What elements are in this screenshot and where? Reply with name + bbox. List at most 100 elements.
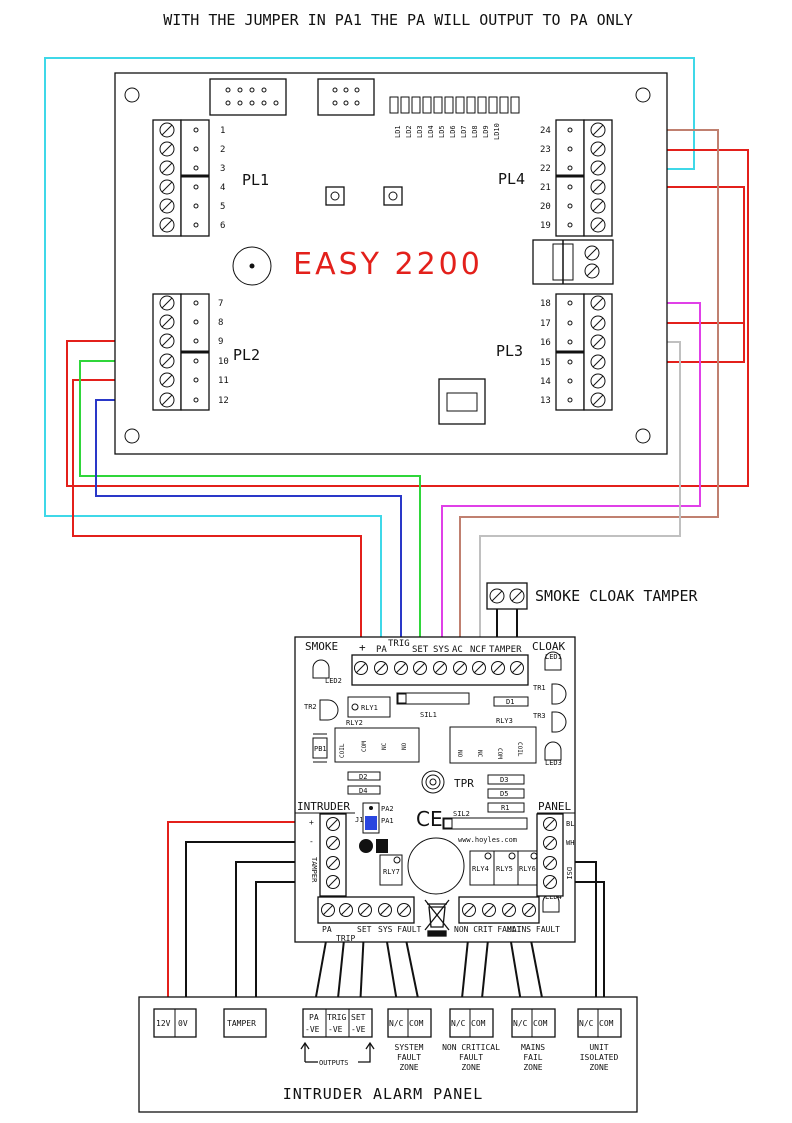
mounting-hole-br bbox=[635, 428, 651, 444]
svg-text:FAULT: FAULT bbox=[397, 1053, 421, 1062]
header-note: WITH THE JUMPER IN PA1 THE PA WILL OUTPU… bbox=[163, 11, 633, 29]
terminal-label-pa: PA bbox=[376, 645, 387, 655]
pin-label: 6 bbox=[220, 221, 225, 231]
sil1-label: SIL1 bbox=[420, 711, 437, 719]
rly2-icon bbox=[334, 727, 420, 763]
wire-noncrit-a bbox=[460, 929, 470, 1009]
wire-noncrit-b bbox=[480, 929, 490, 1009]
bottom-label-trip: TRIP bbox=[336, 934, 355, 943]
terminal-label-tamper: TAMPER bbox=[489, 645, 522, 655]
pin-label: 5 bbox=[220, 202, 225, 212]
svg-text:MAINS: MAINS bbox=[521, 1043, 545, 1052]
pin-label: 14 bbox=[540, 377, 551, 387]
d2-label: D2 bbox=[359, 773, 367, 781]
header-6pin bbox=[317, 78, 375, 116]
label-pa: PA bbox=[309, 1013, 319, 1022]
main-board: LD1 LD2 LD3 LD4 LD5 LD6 LD7 LD8 LD9 LD10… bbox=[114, 72, 668, 455]
top-terminal-block bbox=[351, 654, 529, 686]
rly2-coil: COIL bbox=[339, 743, 346, 758]
label-pa-ve: -VE bbox=[305, 1025, 320, 1034]
pin-label: 21 bbox=[540, 183, 551, 193]
wire-black-0v bbox=[185, 841, 333, 1008]
tpr-icon bbox=[421, 770, 445, 794]
rly2-nc: NC bbox=[381, 742, 388, 750]
wires bbox=[44, 57, 749, 1009]
svg-text:FAULT: FAULT bbox=[459, 1053, 483, 1062]
weee-bin-icon bbox=[424, 899, 450, 937]
label-set: SET bbox=[351, 1013, 366, 1022]
led-bank: LD1 LD2 LD3 LD4 LD5 LD6 LD7 LD8 LD9 LD10 bbox=[389, 96, 520, 140]
wire-red-21 bbox=[612, 186, 745, 363]
tr3-label: TR3 bbox=[533, 712, 546, 720]
label-com: COM bbox=[599, 1019, 614, 1028]
j1-label: J1 bbox=[355, 816, 363, 824]
panel-terminal-block bbox=[536, 813, 564, 897]
tr2-label: TR2 bbox=[304, 703, 317, 711]
tr1-label: TR1 bbox=[533, 684, 546, 692]
wire-red-23 bbox=[66, 149, 749, 487]
outputs-arrow bbox=[300, 1041, 375, 1063]
terminal-label-trig: TRIG bbox=[388, 639, 410, 649]
wire-mains-b bbox=[528, 929, 545, 1009]
svg-text:ISOLATED: ISOLATED bbox=[580, 1053, 619, 1062]
tr2-icon bbox=[319, 699, 339, 721]
connector-pl4: 24 23 22 21 20 19 PL4 bbox=[498, 119, 613, 237]
led1-label: LED1 bbox=[545, 653, 562, 661]
module-board: SMOKE CLOAK + PA TRIG SET SYS AC NCF TAM… bbox=[294, 636, 576, 943]
led3-label: LED3 bbox=[545, 759, 562, 767]
r1-icon bbox=[487, 802, 525, 813]
pin-label: 20 bbox=[540, 202, 551, 212]
pin-label: 16 bbox=[540, 338, 551, 348]
bottom-left-terminal-block bbox=[317, 896, 415, 924]
pl1-label: PL1 bbox=[242, 171, 269, 189]
led-label: LD6 bbox=[449, 125, 457, 138]
wire-red-plus bbox=[72, 379, 362, 660]
label-12v: 12V bbox=[156, 1019, 171, 1028]
led-label: LD1 bbox=[394, 125, 402, 138]
d4-label: D4 bbox=[359, 787, 367, 795]
sil2-icon bbox=[442, 817, 528, 830]
label-0v: 0V bbox=[178, 1019, 188, 1028]
label-tamper: TAMPER bbox=[227, 1019, 256, 1028]
terminal-mains-fail bbox=[511, 1008, 556, 1038]
intruder-label: INTRUDER bbox=[297, 800, 350, 813]
pin-label: 7 bbox=[218, 299, 223, 309]
terminal-label-ncf: NCF bbox=[470, 645, 486, 655]
svg-text:UNIT: UNIT bbox=[589, 1043, 608, 1052]
rly5-label: RLY5 bbox=[496, 865, 513, 873]
led1-icon bbox=[544, 651, 562, 671]
jumper-header bbox=[362, 802, 380, 834]
mounting-hole-tr bbox=[635, 87, 651, 103]
led4-label: LED4 bbox=[545, 893, 562, 901]
wire-pa-out bbox=[313, 929, 329, 1009]
d2-icon bbox=[347, 771, 381, 781]
pin-label: 4 bbox=[220, 183, 225, 193]
rly6-label: RLY6 bbox=[519, 865, 536, 873]
pin-label: 13 bbox=[540, 396, 551, 406]
d3-label: D3 bbox=[500, 776, 508, 784]
terminal-outputs bbox=[302, 1008, 373, 1038]
pin-label: 23 bbox=[540, 145, 551, 155]
bottom-label-sys-fault: SYS FAULT bbox=[378, 925, 422, 934]
bottom-label-non-crit-fault: NON CRIT FAULT bbox=[454, 925, 522, 934]
pin-label: 10 bbox=[218, 357, 229, 367]
zone-label-unit-isolated: UNIT ISOLATED ZONE bbox=[580, 1043, 619, 1072]
tr1-icon bbox=[551, 683, 567, 705]
mounting-hole-tl bbox=[124, 87, 140, 103]
outputs-label: OUTPUTS bbox=[319, 1059, 349, 1067]
terminal-system-fault bbox=[387, 1008, 432, 1038]
label-set-ve: -VE bbox=[351, 1025, 366, 1034]
led2-icon bbox=[312, 659, 330, 679]
sounder-icon bbox=[407, 837, 465, 895]
svg-text:ZONE: ZONE bbox=[461, 1063, 480, 1072]
pa2-label: PA2 bbox=[381, 805, 394, 813]
label-nc: N/C bbox=[389, 1019, 404, 1028]
led-label: LD3 bbox=[416, 125, 424, 138]
wire-red-12v bbox=[167, 821, 333, 1008]
pl2-label: PL2 bbox=[233, 346, 260, 364]
rly-bank bbox=[469, 850, 541, 886]
label-nc: N/C bbox=[579, 1019, 594, 1028]
pin-label: 8 bbox=[218, 318, 223, 328]
r1-label: R1 bbox=[501, 804, 509, 812]
